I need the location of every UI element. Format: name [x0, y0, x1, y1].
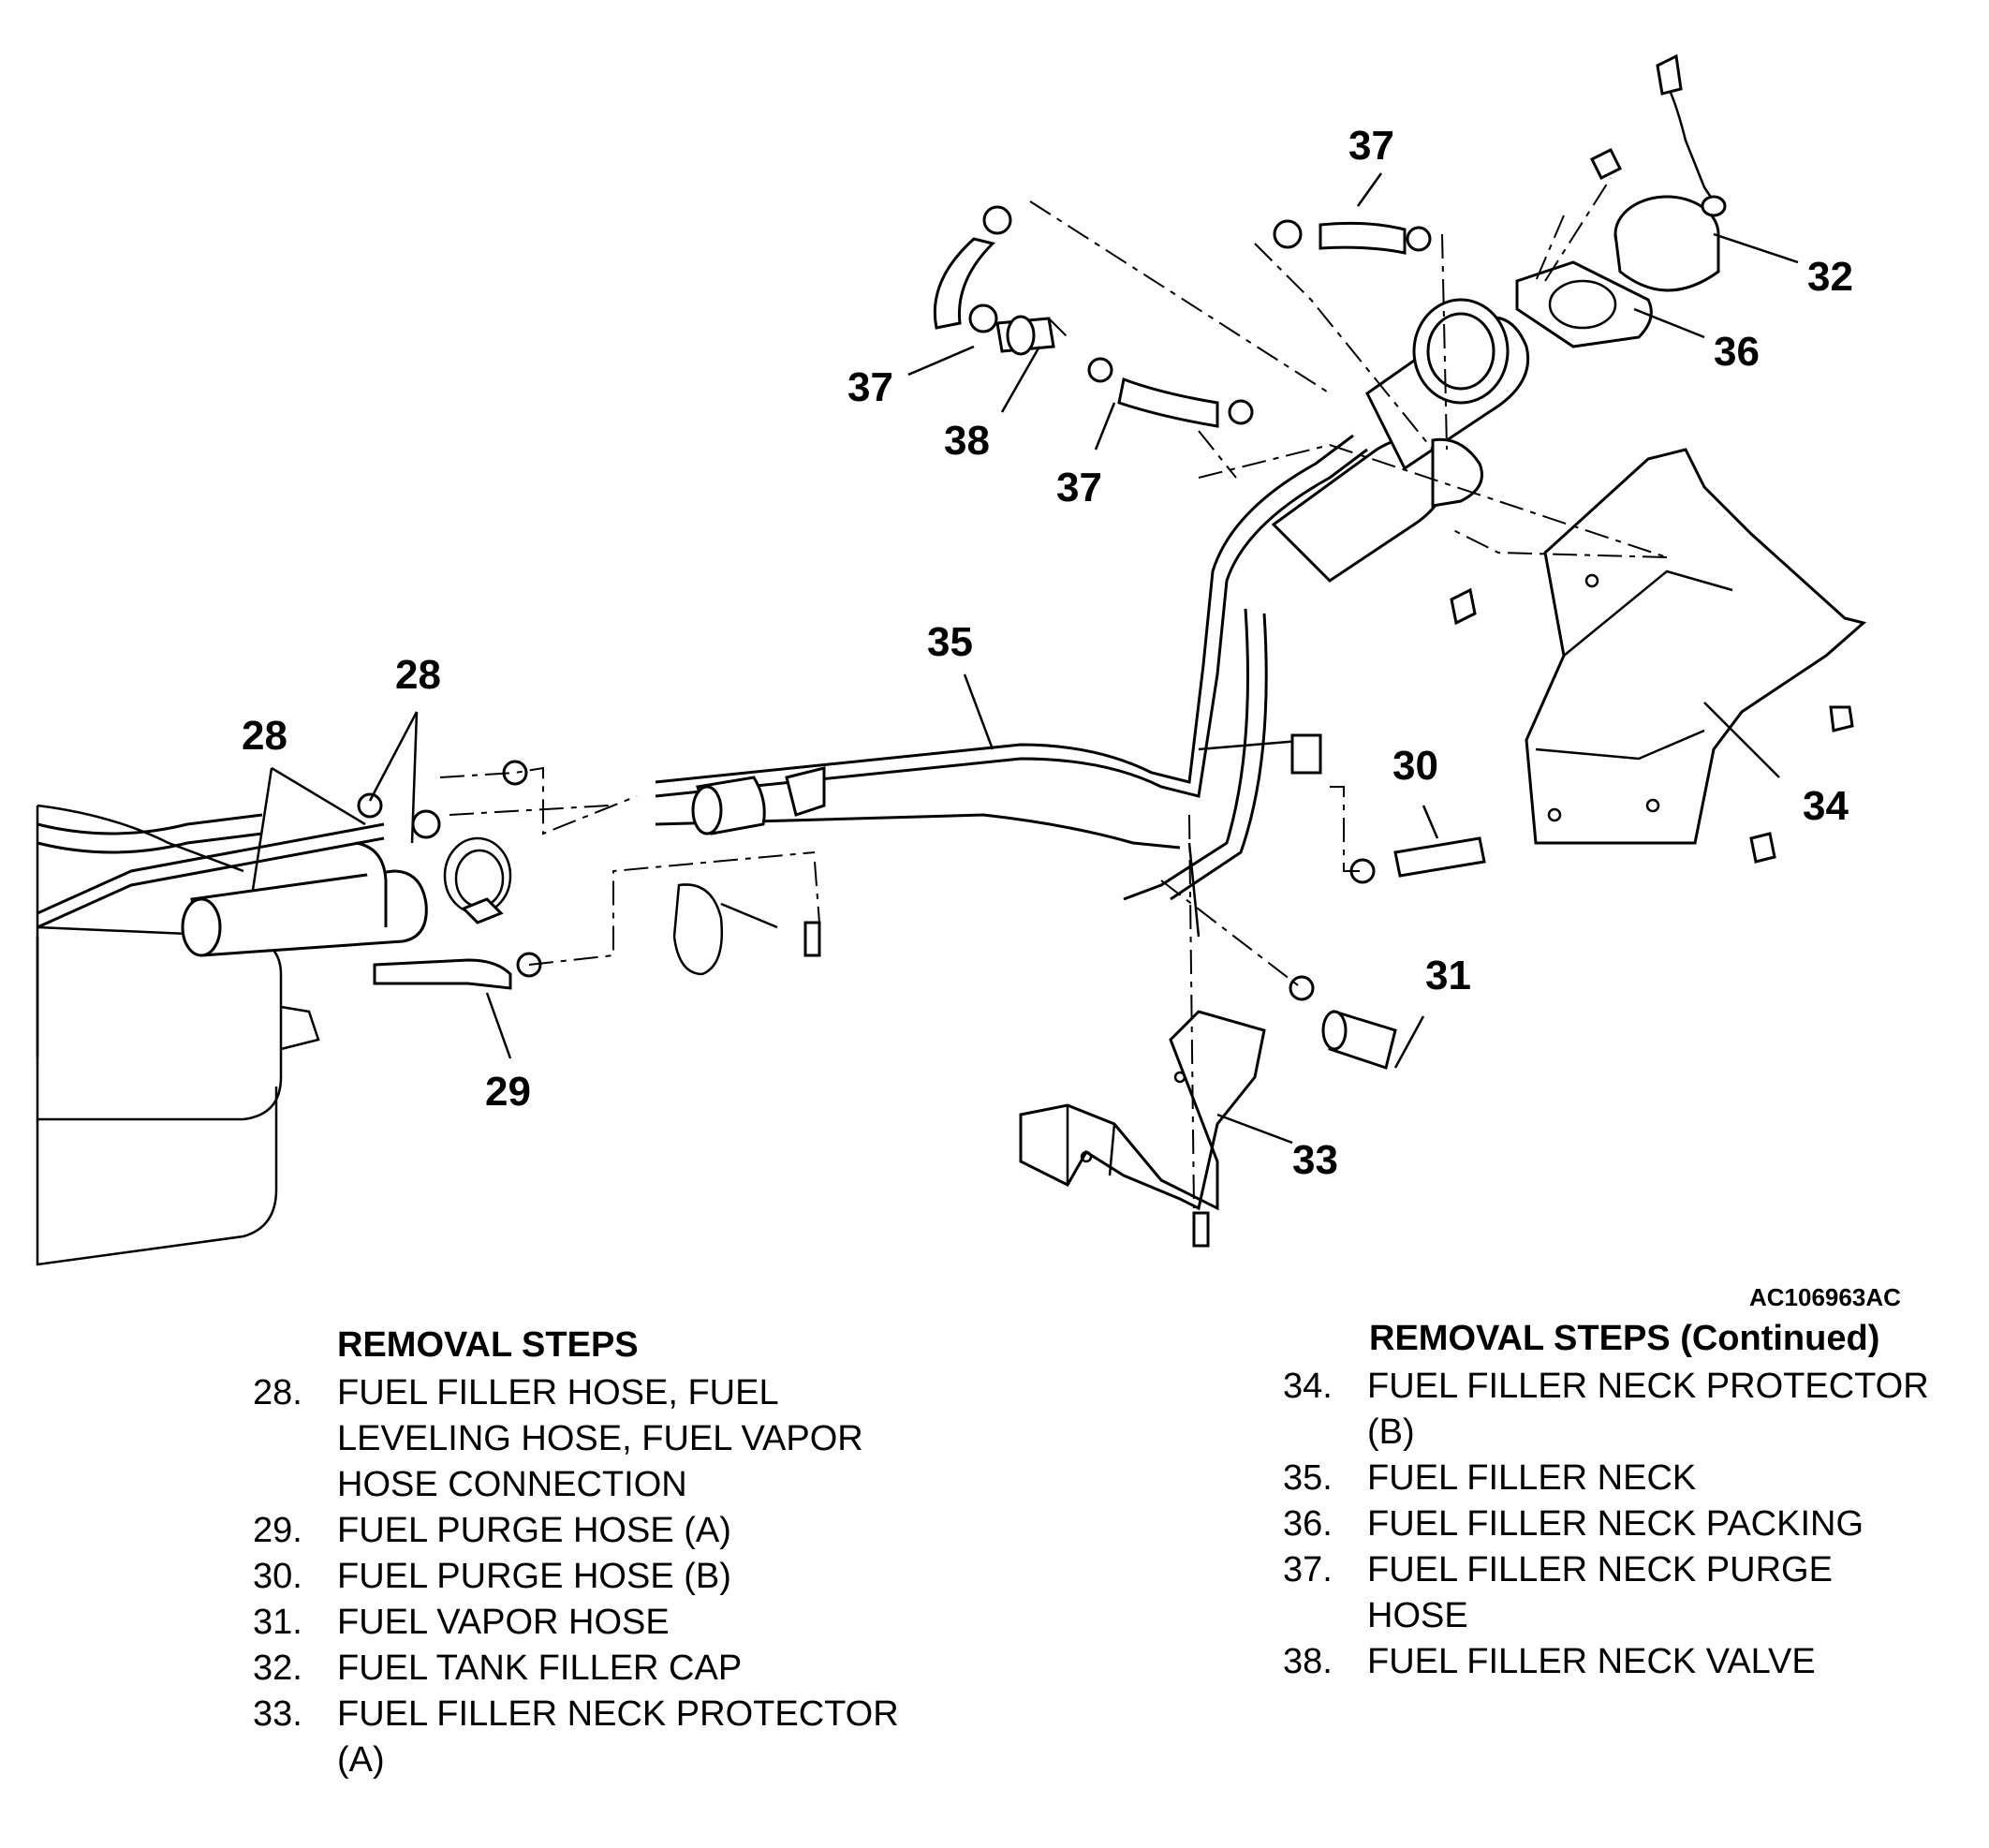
- step-number: 34.: [1283, 1367, 1333, 1406]
- callout-28-right: 28: [395, 652, 441, 698]
- step-text-line: FUEL FILLER NECK VALVE: [1367, 1642, 1816, 1681]
- step-text-line: FUEL FILLER HOSE, FUEL: [337, 1373, 779, 1412]
- fuel-filter-canister: [691, 766, 826, 835]
- step-34: 34. FUEL FILLER NECK PROTECTOR (B): [1283, 1364, 1967, 1456]
- step-text-line: FUEL FILLER NECK PACKING: [1367, 1504, 1864, 1544]
- exploded-view-diagram: 28 28 29 30 31 32 33 34 35 36 37 37 37 3…: [36, 53, 1867, 1266]
- step-28: 28. FUEL FILLER HOSE, FUEL LEVELING HOSE…: [253, 1370, 965, 1508]
- fuel-filler-neck-packing: [1515, 260, 1653, 348]
- step-text-line: FUEL FILLER NECK PROTECTOR: [337, 1694, 899, 1734]
- step-number: 29.: [253, 1511, 302, 1550]
- step-37: 37. FUEL FILLER NECK PURGE HOSE: [1283, 1547, 1967, 1639]
- callout-32: 32: [1807, 254, 1853, 300]
- callout-36: 36: [1714, 329, 1760, 375]
- step-number: 36.: [1283, 1504, 1333, 1544]
- step-31: 31. FUEL VAPOR HOSE: [253, 1600, 965, 1646]
- fuel-filler-neck: [655, 298, 1530, 938]
- step-text-line: FUEL FILLER NECK: [1367, 1458, 1697, 1498]
- removal-steps-continued-heading: REMOVAL STEPS (Continued): [1369, 1319, 1880, 1358]
- step-32: 32. FUEL TANK FILLER CAP: [253, 1646, 965, 1692]
- step-text-line: LEVELING HOSE, FUEL VAPOR: [337, 1419, 863, 1458]
- step-35: 35. FUEL FILLER NECK: [1283, 1456, 1967, 1501]
- fuel-vapor-hose: [1321, 1010, 1397, 1070]
- step-text-line: HOSE CONNECTION: [337, 1465, 687, 1504]
- figure-code: AC106963AC: [1749, 1283, 1901, 1311]
- callout-34: 34: [1803, 783, 1849, 829]
- clamps-and-bolts: [357, 147, 1623, 1248]
- step-number: 33.: [253, 1694, 302, 1734]
- step-text-line: FUEL PURGE HOSE (A): [337, 1511, 731, 1550]
- fuel-purge-hose-b: [1393, 836, 1486, 878]
- fuel-filler-neck-protector-a: [1019, 1010, 1266, 1211]
- fuel-tank-filler-cap: [1613, 53, 1727, 292]
- step-number: 35.: [1283, 1458, 1333, 1498]
- step-38: 38. FUEL FILLER NECK VALVE: [1283, 1639, 1967, 1685]
- removal-steps-heading: REMOVAL STEPS: [337, 1325, 639, 1365]
- removal-steps: REMOVAL STEPS 28. FUEL FILLER HOSE, FUEL…: [253, 1323, 965, 1783]
- hose-clamp-band: [443, 836, 778, 976]
- step-36: 36. FUEL FILLER NECK PACKING: [1283, 1501, 1967, 1547]
- fuel-filler-neck-purge-hoses: [933, 205, 1432, 428]
- step-text-line: (B): [1367, 1412, 1415, 1452]
- callout-37-top: 37: [1348, 123, 1394, 169]
- callout-30: 30: [1392, 743, 1438, 789]
- step-29: 29. FUEL PURGE HOSE (A): [253, 1508, 965, 1554]
- removal-steps-continued: REMOVAL STEPS (Continued) 34. FUEL FILLE…: [1283, 1316, 1967, 1685]
- step-33: 33. FUEL FILLER NECK PROTECTOR (A): [253, 1692, 965, 1783]
- step-number: 30.: [253, 1557, 302, 1596]
- assembly-guide-lines: [439, 177, 1668, 1209]
- step-text-line: FUEL TANK FILLER CAP: [337, 1648, 743, 1688]
- step-text-line: HOSE: [1367, 1596, 1468, 1635]
- step-text-line: FUEL FILLER NECK PURGE: [1367, 1550, 1833, 1589]
- callout-29: 29: [485, 1069, 531, 1115]
- step-text-line: (A): [337, 1740, 385, 1780]
- callout-31: 31: [1425, 953, 1471, 998]
- callout-leaders: [251, 172, 1799, 1145]
- callout-33: 33: [1292, 1137, 1338, 1183]
- fuel-filler-hose-on-tank: [37, 813, 428, 957]
- callout-35: 35: [927, 619, 973, 665]
- step-number: 31.: [253, 1603, 302, 1642]
- fuel-tank: [36, 804, 320, 1266]
- callout-37-left: 37: [847, 364, 893, 410]
- callout-37-lower: 37: [1056, 465, 1102, 510]
- fuel-purge-hose-a: [373, 958, 512, 990]
- step-text-line: FUEL VAPOR HOSE: [337, 1603, 670, 1642]
- step-text-line: FUEL PURGE HOSE (B): [337, 1557, 731, 1596]
- step-number: 37.: [1283, 1550, 1333, 1589]
- fuel-filler-neck-protector-b: [1450, 448, 1867, 864]
- callout-28-left: 28: [242, 713, 287, 759]
- step-30: 30. FUEL PURGE HOSE (B): [253, 1554, 965, 1600]
- step-text-line: FUEL FILLER NECK PROTECTOR: [1367, 1367, 1929, 1406]
- step-number: 32.: [253, 1648, 302, 1688]
- step-number: 38.: [1283, 1642, 1333, 1681]
- step-number: 28.: [253, 1373, 302, 1412]
- callout-38: 38: [944, 418, 990, 464]
